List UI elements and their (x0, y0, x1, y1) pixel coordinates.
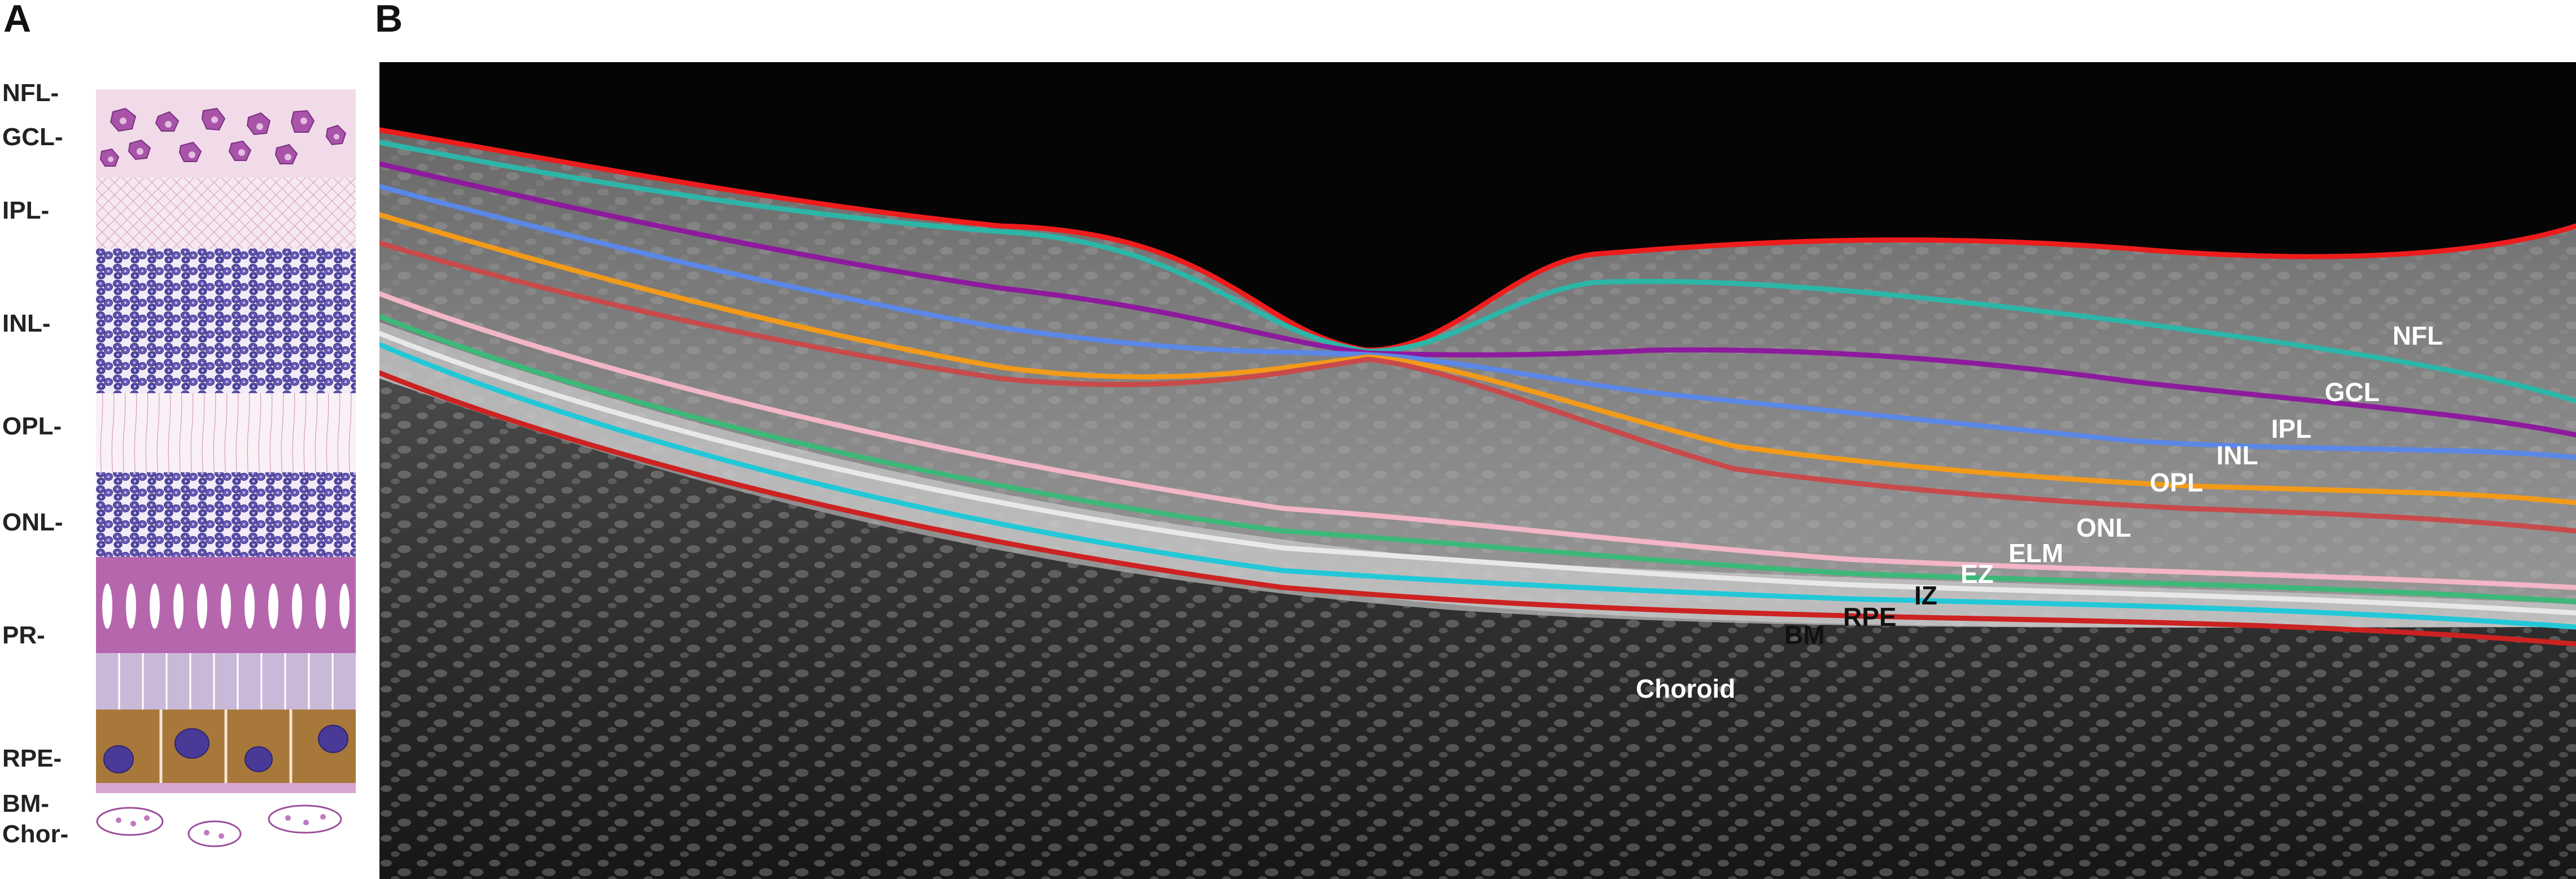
label-b-elm: ELM (2009, 538, 2063, 568)
label-rpe: RPE- (2, 745, 62, 772)
label-b-gcl: GCL (2325, 377, 2379, 407)
boundary-gcl-ipl (379, 161, 2576, 438)
boundary-ez (379, 314, 2576, 604)
photoreceptor-layer (96, 557, 356, 710)
ipl-layer (96, 177, 356, 249)
boundary-elm (379, 291, 2576, 590)
rpe-layer (96, 710, 356, 783)
choroid-vessels (96, 804, 342, 847)
label-pr: PR- (2, 621, 45, 649)
nfl-layer (96, 89, 356, 104)
label-ipl: IPL- (2, 197, 50, 224)
label-b-opl: OPL (2150, 468, 2203, 497)
label-bm: BM- (2, 790, 50, 817)
boundary-opl-onl (379, 240, 2576, 534)
label-b-nfl: NFL (2392, 321, 2443, 350)
label-inl: INL- (2, 310, 51, 337)
label-b-choroid: Choroid (1636, 674, 1735, 703)
boundary-rpe (379, 342, 2576, 630)
opl-layer (96, 393, 356, 472)
onl-layer (96, 472, 356, 557)
label-b-rpe: RPE (1843, 602, 1897, 632)
retina-schematic (96, 89, 356, 847)
label-onl: ONL- (2, 508, 63, 536)
outer-bright-band (379, 322, 2576, 628)
boundary-nfl-gcl (379, 140, 2576, 404)
bm-layer (96, 783, 356, 793)
label-b-bm: BM (1784, 620, 1825, 650)
label-b-onl: ONL (2076, 513, 2131, 542)
panel-b-letter: B (375, 0, 403, 40)
gcl-layer (96, 104, 356, 177)
label-opl: OPL- (2, 412, 62, 440)
label-b-iz: IZ (1914, 581, 1937, 610)
label-b-ipl: IPL (2271, 414, 2312, 443)
boundary-ilm (379, 127, 2576, 353)
inl-layer (96, 249, 356, 393)
label-nfl: NFL- (2, 79, 59, 107)
boundary-inl-opl (379, 212, 2576, 506)
panel-a-letter: A (3, 0, 32, 40)
boundary-bm (379, 370, 2576, 647)
label-gcl: GCL- (2, 123, 63, 151)
boundary-ipl-inl (379, 184, 2576, 460)
oct-scan: NFL GCL IPL INL OPL ONL ELM EZ IZ RPE BM… (379, 62, 2576, 879)
label-b-inl: INL (2216, 441, 2258, 470)
boundary-iz (379, 330, 2576, 616)
label-chor: Chor- (2, 820, 69, 848)
label-b-ez: EZ (1961, 559, 1994, 589)
